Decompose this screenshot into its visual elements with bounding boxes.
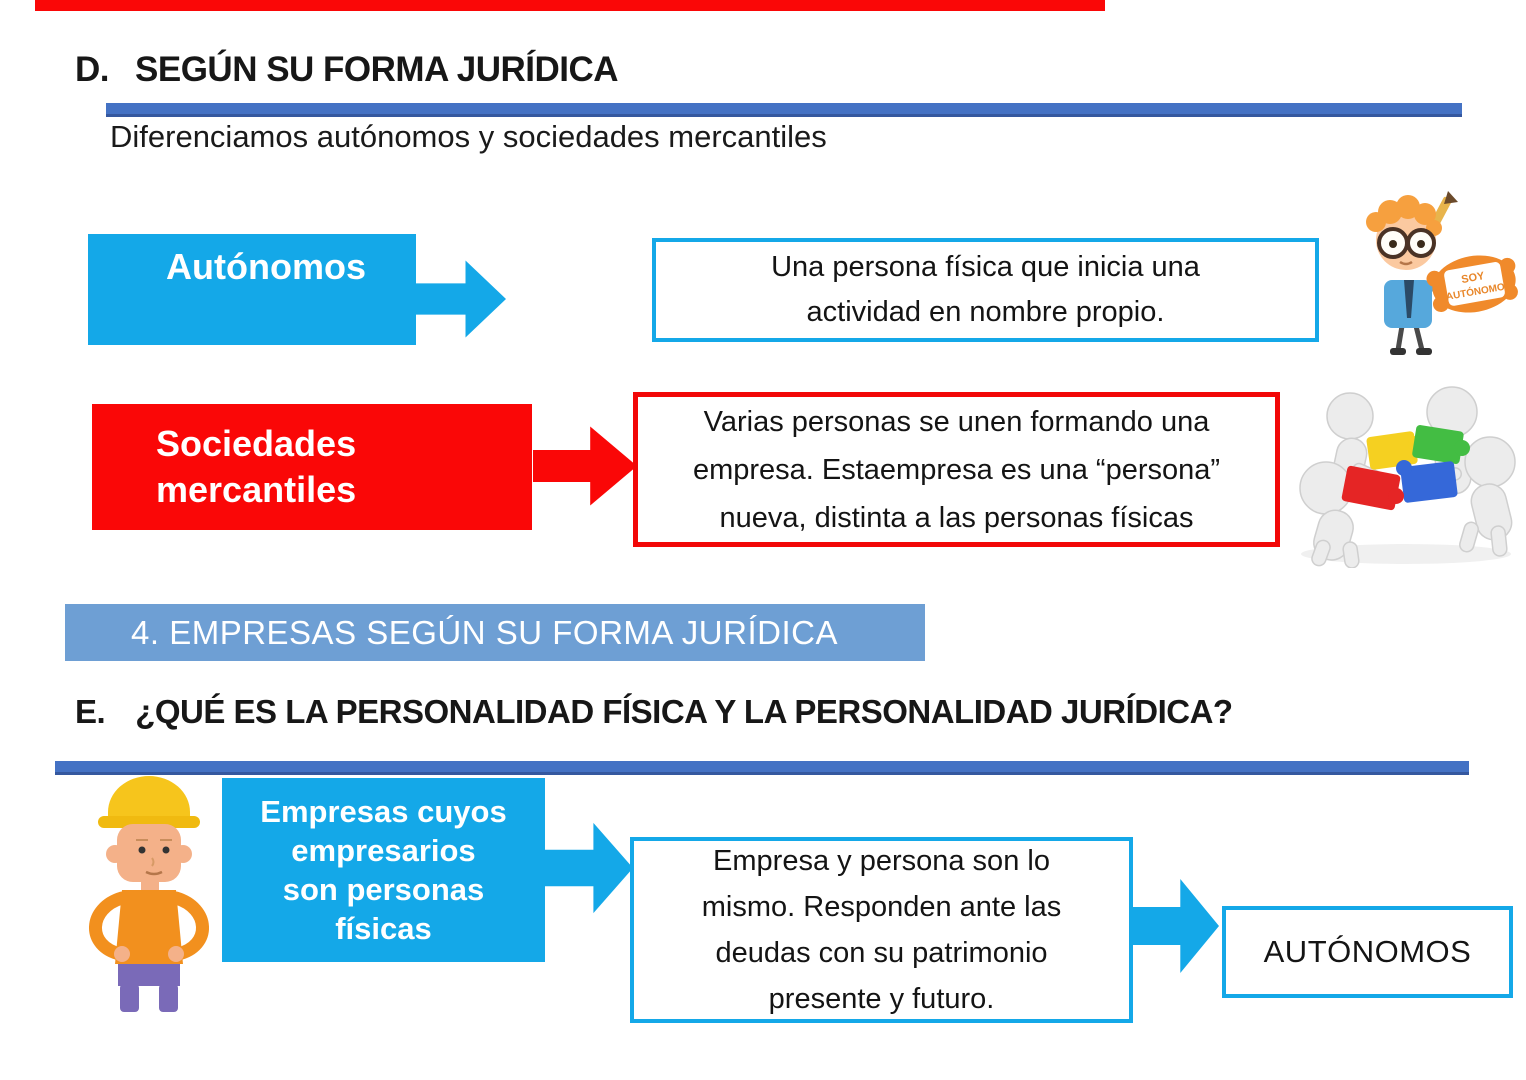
description-line: deudas con su patrimonio xyxy=(715,937,1048,969)
worker-illustration xyxy=(89,776,209,1012)
description-line: nueva, distinta a las personas físicas xyxy=(719,501,1194,534)
section-d-title: SEGÚN SU FORMA JURÍDICA xyxy=(135,50,619,89)
result-label: AUTÓNOMOS xyxy=(1263,934,1472,969)
top-red-bar xyxy=(35,0,1105,11)
autonomos-result-box: AUTÓNOMOS xyxy=(1222,906,1513,998)
soy-autonomo-sign: SOY AUTÓNOMO xyxy=(1426,255,1518,313)
arrow-right-icon xyxy=(1133,879,1219,973)
section-d-subtitle: Diferenciamos autónomos y sociedades mer… xyxy=(110,119,827,154)
empresas-label-line: son personas xyxy=(282,872,485,907)
section-d-underline xyxy=(106,103,1462,117)
empresas-label-line: Empresas cuyos xyxy=(260,794,507,829)
section-d-letter: D. xyxy=(75,50,110,89)
section-d-heading: D. SEGÚN SU FORMA JURÍDICA xyxy=(75,50,619,90)
sociedades-box: Sociedades mercantiles xyxy=(92,404,532,530)
sociedades-label-line: mercantiles xyxy=(156,469,357,510)
empresas-label-line: empresarios xyxy=(291,833,476,868)
autonomos-description-box: Una persona física que inicia una activi… xyxy=(652,238,1319,342)
personalidad-fisica-description-box: Empresa y persona son lo mismo. Responde… xyxy=(630,837,1133,1023)
arrow-right-icon xyxy=(416,260,506,338)
sociedades-description-box: Varias personas se unen formando una emp… xyxy=(633,392,1280,547)
empresas-fisicas-box: Empresas cuyos empresarios son personas … xyxy=(222,778,545,962)
description-line: Empresa y persona son lo xyxy=(713,845,1050,877)
description-line: mismo. Responden ante las xyxy=(701,891,1062,923)
description-line: Varias personas se unen formando una xyxy=(703,405,1210,438)
section-e-underline xyxy=(55,761,1469,775)
section-e-heading: E. ¿QUÉ ES LA PERSONALIDAD FÍSICA Y LA P… xyxy=(75,693,1233,731)
soy-autonomo-character-illustration: SOY AUTÓNOMO xyxy=(1366,191,1518,355)
description-line: Una persona física que inicia una xyxy=(771,251,1200,283)
arrow-right-icon xyxy=(533,426,637,506)
section-e-letter: E. xyxy=(75,693,106,730)
arrow-right-icon xyxy=(545,822,633,914)
sign-text-line: SOY xyxy=(1460,270,1486,286)
section-banner: 4. EMPRESAS SEGÚN SU FORMA JURÍDICA xyxy=(65,604,925,661)
autonomos-box: Autónomos xyxy=(88,234,416,345)
banner-label: 4. EMPRESAS SEGÚN SU FORMA JURÍDICA xyxy=(131,613,838,651)
autonomos-label: Autónomos xyxy=(166,246,366,287)
empresas-label-line: físicas xyxy=(335,911,432,946)
worker-helmet xyxy=(98,776,200,828)
puzzle-team-illustration xyxy=(1299,386,1516,568)
description-line: actividad en nombre propio. xyxy=(806,296,1165,328)
character-head xyxy=(1366,195,1442,270)
section-e-title: ¿QUÉ ES LA PERSONALIDAD FÍSICA Y LA PERS… xyxy=(135,693,1233,730)
description-line: empresa. Estaempresa es una “persona” xyxy=(692,453,1221,486)
sociedades-label-line: Sociedades xyxy=(156,423,357,464)
description-line: presente y futuro. xyxy=(768,983,995,1015)
